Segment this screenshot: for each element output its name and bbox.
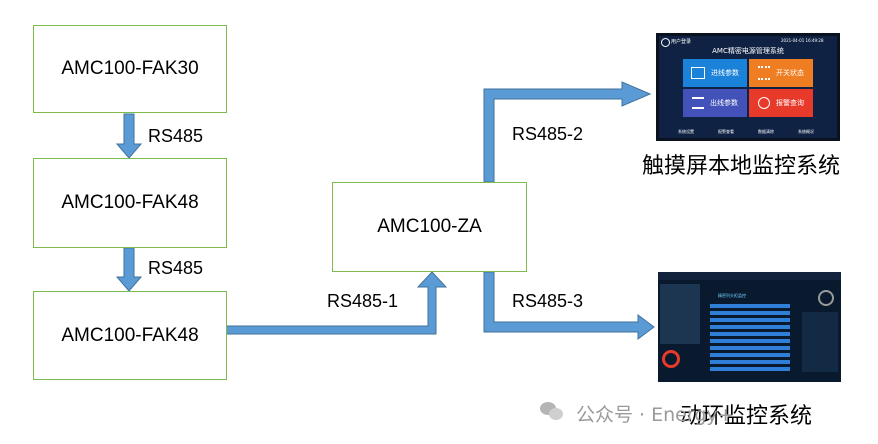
touch-screen-caption: 触摸屏本地监控系统 <box>642 154 841 179</box>
touch-footer-4: 系统概况 <box>798 129 814 134</box>
link-label-rs485-1: RS485-1 <box>327 291 399 311</box>
tile-2-icon <box>758 66 770 80</box>
arrow-to-za <box>225 271 448 335</box>
tile-1-label: 进线参数 <box>711 69 739 77</box>
watermark-text: 公众号 · Energy+ <box>576 404 734 426</box>
link-label-rs485-2nd: RS485 <box>148 258 204 278</box>
touch-header-left: 用户登录 <box>671 39 692 45</box>
wechat-icon <box>540 400 564 422</box>
touch-footer-2: 报警查看 <box>718 129 734 134</box>
touch-tile-3: 出线参数 <box>683 89 747 117</box>
env-monitor-caption: 动环监控系统 <box>680 404 813 429</box>
tile-1-icon <box>691 67 705 79</box>
touch-header-icon <box>661 38 670 47</box>
tile-2-label: 开关状态 <box>776 69 804 77</box>
touch-screen-inner <box>659 36 837 138</box>
arrow-fak48-fak48 <box>115 247 143 292</box>
arrow-za-to-env <box>483 271 655 340</box>
node-fak48-a-label: AMC100-FAK48 <box>61 192 199 213</box>
node-fak48-b: AMC100-FAK48 <box>33 291 227 380</box>
tile-3-icon <box>692 97 704 109</box>
touch-footer-3: 数据清除 <box>758 129 774 134</box>
node-fak48-b-label: AMC100-FAK48 <box>61 324 199 346</box>
env-left-gauge <box>662 350 680 368</box>
arrow-fak30-fak48 <box>115 113 143 159</box>
touch-title: AMC精密电源管理系统 <box>712 47 784 55</box>
env-right-panel <box>802 312 838 372</box>
tile-4-label: 报警查询 <box>776 99 804 107</box>
link-label-rs485-3: RS485-3 <box>512 291 584 311</box>
tile-3-label: 出线参数 <box>710 99 738 107</box>
link-label-rs485-2: RS485-2 <box>512 124 584 144</box>
node-fak30-label: AMC100-FAK30 <box>61 58 199 79</box>
env-rack-stack <box>710 304 790 372</box>
env-left-panel <box>660 284 700 344</box>
env-top-bar <box>658 272 841 280</box>
touch-tile-4: 报警查询 <box>749 89 813 117</box>
touch-tile-1: 进线参数 <box>683 59 747 87</box>
touch-footer-1: 系统设置 <box>678 129 694 134</box>
touch-screen-thumbnail: 用户登录 2021-04-01 16:49:28 AMC精密电源管理系统 进线参… <box>656 33 840 141</box>
node-za-label: AMC100-ZA <box>377 216 482 237</box>
touch-header-right: 2021-04-01 16:49:28 <box>781 38 824 43</box>
arrow-za-to-touch <box>483 81 652 183</box>
node-za: AMC100-ZA <box>332 182 527 272</box>
env-title: 精密列头柜监控 <box>718 293 746 298</box>
node-fak48-a: AMC100-FAK48 <box>33 158 227 248</box>
tile-4-icon <box>758 97 770 109</box>
link-label-rs485-1st: RS485 <box>148 126 204 146</box>
touch-tile-2: 开关状态 <box>749 59 813 87</box>
node-fak30: AMC100-FAK30 <box>33 25 227 113</box>
env-right-gauge <box>818 290 834 306</box>
env-monitor-thumbnail: 精密列头柜监控 <box>658 272 841 382</box>
